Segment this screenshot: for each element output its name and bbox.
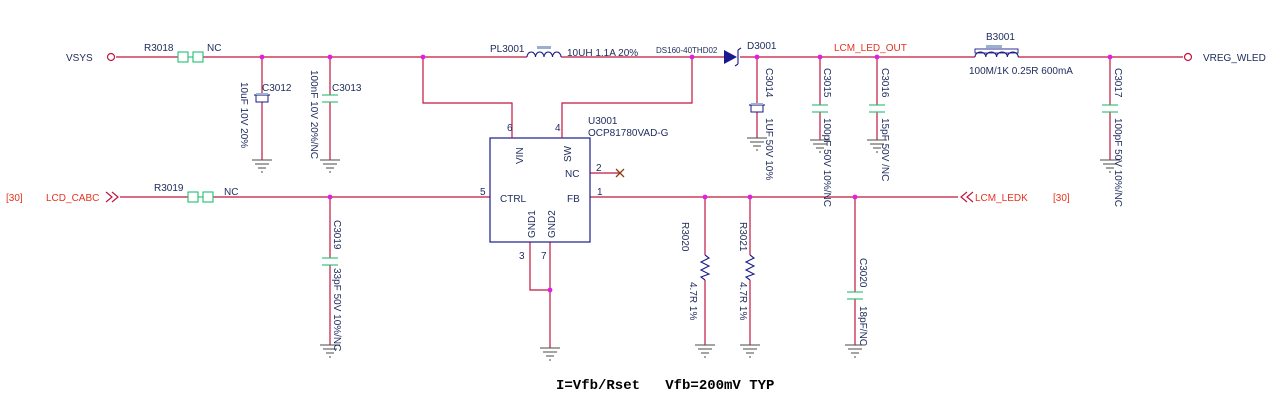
r3019-value: NC bbox=[224, 187, 238, 198]
c3020-symbol bbox=[847, 291, 863, 300]
d3001-ref: D3001 bbox=[747, 41, 777, 52]
c3015-symbol bbox=[812, 104, 828, 113]
pin-vin-name: VIN bbox=[515, 147, 526, 164]
pin-nc-name: NC bbox=[565, 169, 579, 180]
u3001-ref: U3001 bbox=[588, 116, 618, 127]
c3019-value: 33pF 50V 10%/NC bbox=[331, 268, 342, 351]
c3016-value: 15pF 50V /NC bbox=[879, 118, 890, 181]
vsys-net-label: VSYS bbox=[66, 53, 93, 64]
vreg-wled-port bbox=[1183, 52, 1193, 62]
r3018-symbol bbox=[177, 51, 204, 63]
pin-vin-num: 6 bbox=[507, 123, 513, 134]
pin-fb-num: 1 bbox=[597, 187, 603, 198]
c3012-ref: C3012 bbox=[262, 83, 292, 94]
c3015-value: 100pF 50V 10%/NC bbox=[821, 118, 832, 207]
c3015-ref: C3015 bbox=[821, 68, 832, 98]
lcd-cabc-net-label: LCD_CABC bbox=[46, 193, 99, 204]
r3020-value: 4.7R 1% bbox=[687, 282, 698, 320]
r3021-ref: R3021 bbox=[737, 222, 748, 252]
c3013-ref: C3013 bbox=[332, 83, 362, 94]
wires bbox=[116, 56, 1183, 348]
c3014-symbol bbox=[749, 104, 765, 113]
r3021-value: 4.7R 1% bbox=[737, 282, 748, 320]
c3014-value: 1UF 50V 10% bbox=[763, 118, 774, 180]
c3017-symbol bbox=[1102, 104, 1118, 113]
c3016-ref: C3016 bbox=[879, 68, 890, 98]
c3017-value: 100pF 50V 10%/NC bbox=[1112, 118, 1123, 207]
c3019-symbol bbox=[322, 257, 338, 266]
c3012-value: 10uF 10V 20% bbox=[238, 82, 249, 148]
pl3001-ref: PL3001 bbox=[490, 44, 525, 55]
d3001-diode-symbol bbox=[724, 47, 742, 67]
vsys-port bbox=[106, 52, 116, 62]
pin-gnd2-num: 7 bbox=[541, 251, 547, 262]
left-page-ref: [30] bbox=[6, 193, 23, 204]
pin-gnd2-name: GND2 bbox=[547, 210, 558, 238]
pin-sw-num: 4 bbox=[555, 123, 561, 134]
pin-gnd1-name: GND1 bbox=[527, 210, 538, 238]
lcm-ledk-net-label: LCM_LEDK bbox=[975, 193, 1028, 204]
footprint-marks bbox=[256, 45, 1002, 105]
c3013-symbol bbox=[322, 94, 338, 103]
lcd-cabc-port-arrow bbox=[105, 191, 119, 203]
ground-symbols bbox=[252, 137, 1120, 361]
u3001-ic-body bbox=[489, 131, 591, 243]
formula-note: I=Vfb/Rset Vfb=200mV TYP bbox=[556, 378, 774, 394]
pin-ctrl-num: 5 bbox=[480, 187, 486, 198]
pin-ctrl-name: CTRL bbox=[500, 194, 527, 205]
pin-nc-num: 2 bbox=[596, 163, 602, 174]
lcm-ledk-port-arrow bbox=[960, 191, 974, 203]
r3021-symbol bbox=[744, 254, 756, 281]
pin-gnd1-num: 3 bbox=[519, 251, 525, 262]
c3012-symbol bbox=[254, 94, 270, 103]
lcm-led-out-net-label: LCM_LED_OUT bbox=[834, 43, 907, 54]
right-page-ref: [30] bbox=[1053, 193, 1070, 204]
b3001-value: 100M/1K 0.25R 600mA bbox=[969, 66, 1073, 77]
pl3001-inductor-symbol bbox=[526, 51, 562, 58]
u3001-part: OCP81780VAD-G bbox=[588, 128, 669, 139]
d3001-value: DS160-40THD02 bbox=[656, 46, 718, 55]
nc-pin-cross bbox=[615, 168, 625, 178]
pin-fb-name: FB bbox=[567, 194, 580, 205]
junctions bbox=[259, 54, 1113, 293]
b3001-bead-symbol bbox=[974, 48, 1019, 58]
c3020-ref: C3020 bbox=[857, 258, 868, 288]
r3019-ref: R3019 bbox=[154, 183, 184, 194]
b3001-ref: B3001 bbox=[986, 32, 1015, 43]
c3013-value: 100nF 10V 20%/NC bbox=[308, 70, 319, 159]
c3020-value: 18pF/NC bbox=[857, 306, 868, 346]
c3016-symbol bbox=[869, 104, 885, 113]
c3014-ref: C3014 bbox=[763, 68, 774, 98]
c3017-ref: C3017 bbox=[1112, 68, 1123, 98]
r3019-symbol bbox=[187, 191, 214, 203]
c3019-ref: C3019 bbox=[331, 220, 342, 250]
r3018-value: NC bbox=[207, 43, 221, 54]
pin-sw-name: SW bbox=[563, 145, 574, 162]
vreg-wled-net-label: VREG_WLED bbox=[1203, 53, 1266, 64]
pl3001-value: 10UH 1.1A 20% bbox=[567, 48, 638, 59]
r3020-ref: R3020 bbox=[679, 222, 690, 252]
r3018-ref: R3018 bbox=[144, 43, 174, 54]
r3020-symbol bbox=[699, 254, 711, 281]
